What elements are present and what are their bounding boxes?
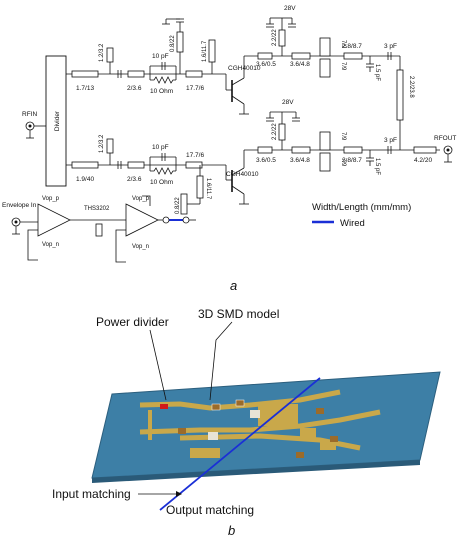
legend-wired: Wired — [340, 218, 365, 229]
bottom-line-in-1-label: 1.9/40 — [76, 176, 94, 183]
bottom-line-out-final-label: 4.2/20 — [414, 157, 432, 164]
top-line-out-2-label: 3.6/4.8 — [290, 61, 310, 68]
divider-label: Divider — [54, 110, 61, 131]
bottom-stub-down-label: 7/9 — [340, 158, 346, 167]
bottom-transistor-label: CGH40010 — [226, 171, 259, 178]
top-supply-label: 28V — [284, 5, 296, 12]
model-panel: Power divider 3D SMD model Input matchin… — [52, 307, 441, 538]
rf-input-label: RFIN — [22, 111, 37, 118]
top-stub-drain-label: 2.2/22 — [272, 29, 278, 46]
smd-label: 3D SMD model — [198, 307, 279, 321]
top-line-combine-label: 2.2/23.8 — [408, 76, 414, 98]
power-divider-label: Power divider — [96, 315, 169, 329]
bottom-cap-label: 10 pF — [152, 144, 169, 151]
top-stub-gate2-label: 1.6/11.7 — [202, 40, 208, 62]
envelope-in-label: Envelope In — [2, 202, 37, 209]
top-line-in-1-label: 1.7/13 — [76, 85, 94, 92]
bottom-stub-gate-label: 0.8/22 — [175, 197, 181, 214]
bottom-line-in-3-label: 17.7/6 — [186, 152, 204, 159]
panel-a-caption: a — [230, 278, 237, 293]
bottom-supply-label: 28V — [282, 99, 294, 106]
top-stub-up-label: 7/9 — [340, 40, 346, 49]
bottom-path: 1.9/40 1.2/3.2 2/3.6 10 pF 10 Ohm 17.7/6… — [66, 99, 440, 215]
smd-components — [160, 399, 338, 458]
top-resistor-label: 10 Ohm — [150, 88, 173, 95]
bottom-stub-gate2-label: 1.6/11.7 — [205, 178, 211, 200]
opamp-1-vop-p: Vop_p — [42, 196, 60, 202]
bottom-stub-drain-label: 2.2/22 — [272, 123, 278, 140]
top-stub-in-1-label: 1.2/3.2 — [99, 43, 105, 62]
top-stub-down-label: 7/9 — [340, 62, 346, 71]
output-matching-label: Output matching — [166, 503, 254, 517]
top-line-out-3-label: 2.8/8.7 — [342, 43, 362, 50]
bottom-cap-series-label: 3 pF — [384, 137, 397, 144]
legend: Width/Length (mm/mm) Wired — [312, 202, 411, 229]
top-line-in-1 — [71, 70, 99, 78]
bottom-line-out-1-label: 3.6/0.5 — [256, 157, 276, 164]
top-path: 1.7/13 1.2/3.2 2/3.6 10 pF 10 Ohm 17.7/6 — [66, 5, 414, 150]
envelope-driver: Envelope In Vop_p Vop_n THS3202 Vop_p Vo… — [2, 195, 196, 263]
ths-label: THS3202 — [84, 206, 110, 212]
top-stub-gate-label: 0.8/22 — [170, 35, 176, 52]
schematic: RFIN Divider 1.7/13 1.2/3.2 2/3.6 — [2, 5, 456, 293]
bottom-line-in-2-label: 2/3.6 — [127, 176, 142, 183]
top-cap-series-label: 3 pF — [384, 43, 397, 50]
opamp-2-vop-n: Vop_n — [132, 244, 149, 250]
rf-input-port: RFIN — [22, 111, 46, 139]
rf-output-label: RFOUT — [434, 135, 456, 142]
top-line-in-3-label: 17.7/6 — [186, 85, 204, 92]
panel-b-caption: b — [228, 523, 235, 538]
top-line-out-1-label: 3.6/0.5 — [256, 61, 276, 68]
opamp-2 — [125, 203, 159, 237]
opamp-1 — [37, 203, 71, 237]
rf-output-port: RFOUT — [434, 135, 456, 163]
cut-line — [159, 377, 321, 511]
legend-title: Width/Length (mm/mm) — [312, 202, 411, 213]
input-matching-label: Input matching — [52, 487, 131, 501]
opamp-1-vop-n: Vop_n — [42, 242, 59, 248]
divider-block: Divider — [45, 55, 67, 187]
top-line-in-2-label: 2/3.6 — [127, 85, 142, 92]
bottom-stub-up-label: 7/9 — [340, 132, 346, 141]
bottom-line-out-3-label: 2.8/8.7 — [342, 157, 362, 164]
top-transistor-label: CGH40010 — [228, 65, 261, 72]
top-cap-shunt-label: 1.5 pF — [374, 64, 380, 81]
top-cap-label: 10 pF — [152, 53, 169, 60]
bottom-cap-shunt-label: 1.5 pF — [374, 158, 380, 175]
opamp-2-vop-p: Vop_p — [132, 196, 150, 202]
bottom-line-out-2-label: 3.6/4.8 — [290, 157, 310, 164]
bottom-stub-in-1-label: 1.2/3.2 — [99, 134, 105, 153]
divider-resistor — [160, 404, 168, 409]
bottom-resistor-label: 10 Ohm — [150, 179, 173, 186]
